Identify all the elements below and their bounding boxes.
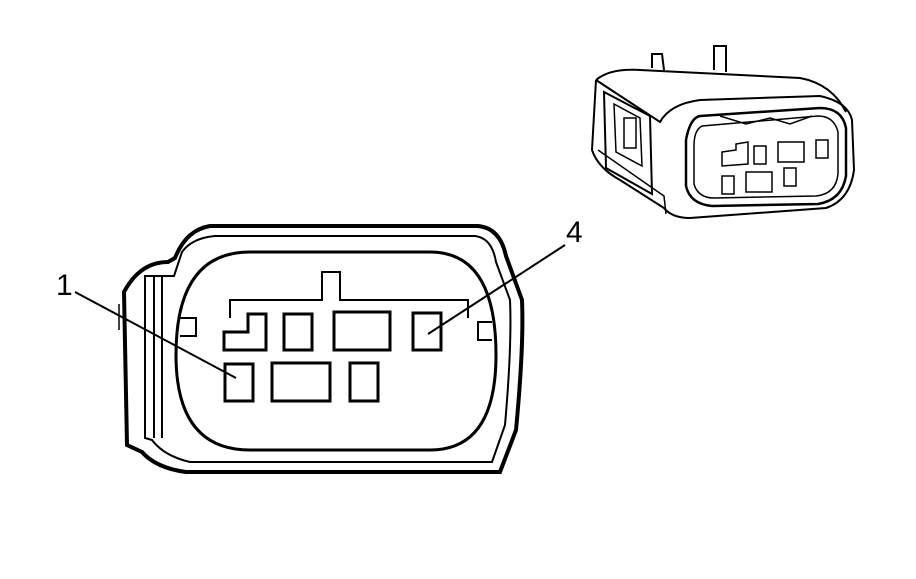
locking-tab	[713, 45, 727, 72]
keying-rib-left	[180, 317, 197, 337]
terminal-cavity	[270, 361, 332, 403]
locking-tab	[651, 53, 665, 71]
latch-window	[623, 117, 637, 149]
face-ridge	[719, 115, 813, 125]
connector-face-view: 1 4	[56, 216, 583, 474]
terminal-cavity-4	[411, 311, 443, 352]
terminal-cavity	[348, 361, 380, 403]
iso-cavity	[721, 141, 749, 167]
callout-label-pin-1: 1	[56, 269, 73, 302]
leader-line-pin-1	[74, 291, 237, 379]
iso-cavity	[753, 145, 767, 165]
terminal-cavity	[282, 312, 314, 352]
iso-cavity	[783, 167, 797, 187]
housing-bottom-edge	[597, 149, 667, 215]
iso-cavity	[721, 175, 735, 195]
connector-isometric-view	[590, 45, 856, 220]
keying-rib-right	[477, 321, 492, 341]
leader-line-pin-4	[427, 244, 566, 335]
front-face-inner	[693, 115, 839, 199]
front-face-oval	[684, 106, 848, 208]
iso-cavity	[815, 139, 829, 159]
housing-body	[590, 79, 856, 220]
terminal-cavity	[222, 312, 268, 352]
side-latch-frame	[602, 90, 654, 196]
iso-cavity	[745, 171, 773, 193]
housing-inner-rim	[144, 235, 512, 463]
iso-cavity	[777, 141, 805, 163]
callout-label-pin-4: 4	[566, 216, 583, 249]
housing-top-surface	[595, 68, 847, 113]
terminal-cavity	[332, 310, 392, 352]
side-latch-inner	[613, 102, 643, 168]
terminal-cavity-1	[223, 362, 255, 403]
housing-outer-outline	[121, 224, 525, 474]
cavity-divider-wall	[229, 271, 469, 318]
